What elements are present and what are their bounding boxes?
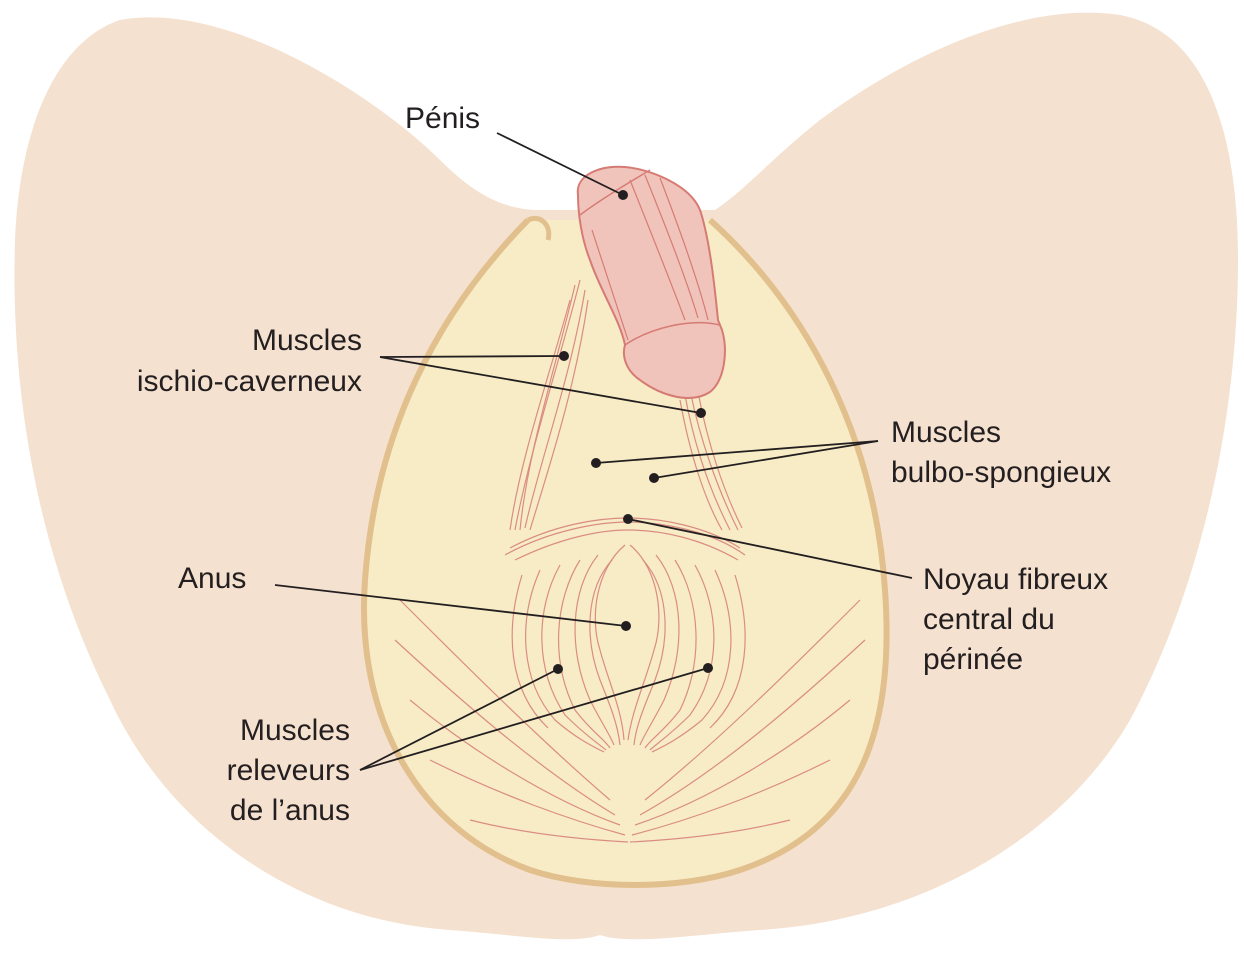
label-releveurs-line1: Muscles (240, 714, 350, 747)
label-releveurs-line2: releveurs (227, 754, 350, 787)
dot-penis (618, 190, 628, 200)
label-noyau-line2: central du (923, 603, 1055, 636)
dot-bulbo-right (649, 473, 659, 483)
label-anus: Anus (178, 562, 246, 595)
label-ischio-line1: Muscles (252, 324, 362, 357)
label-noyau-line1: Noyau fibreux (923, 563, 1108, 596)
label-bulbo-line1: Muscles (891, 416, 1001, 449)
leader-ischio-left (380, 356, 564, 357)
dot-anus (621, 621, 631, 631)
dot-ischio-left (559, 351, 569, 361)
dot-bulbo-left (591, 458, 601, 468)
leader-penis (497, 133, 623, 195)
label-bulbo-line2: bulbo-spongieux (891, 456, 1111, 489)
dot-releveurs-right (703, 663, 713, 673)
label-releveurs-line3: de l’anus (230, 794, 350, 827)
label-penis: Pénis (405, 102, 480, 135)
dot-releveurs-left (553, 664, 563, 674)
dot-ischio-right (696, 408, 706, 418)
label-noyau-line3: périnée (923, 643, 1023, 676)
dot-noyau (623, 514, 633, 524)
label-ischio-line2: ischio-caverneux (137, 365, 362, 398)
